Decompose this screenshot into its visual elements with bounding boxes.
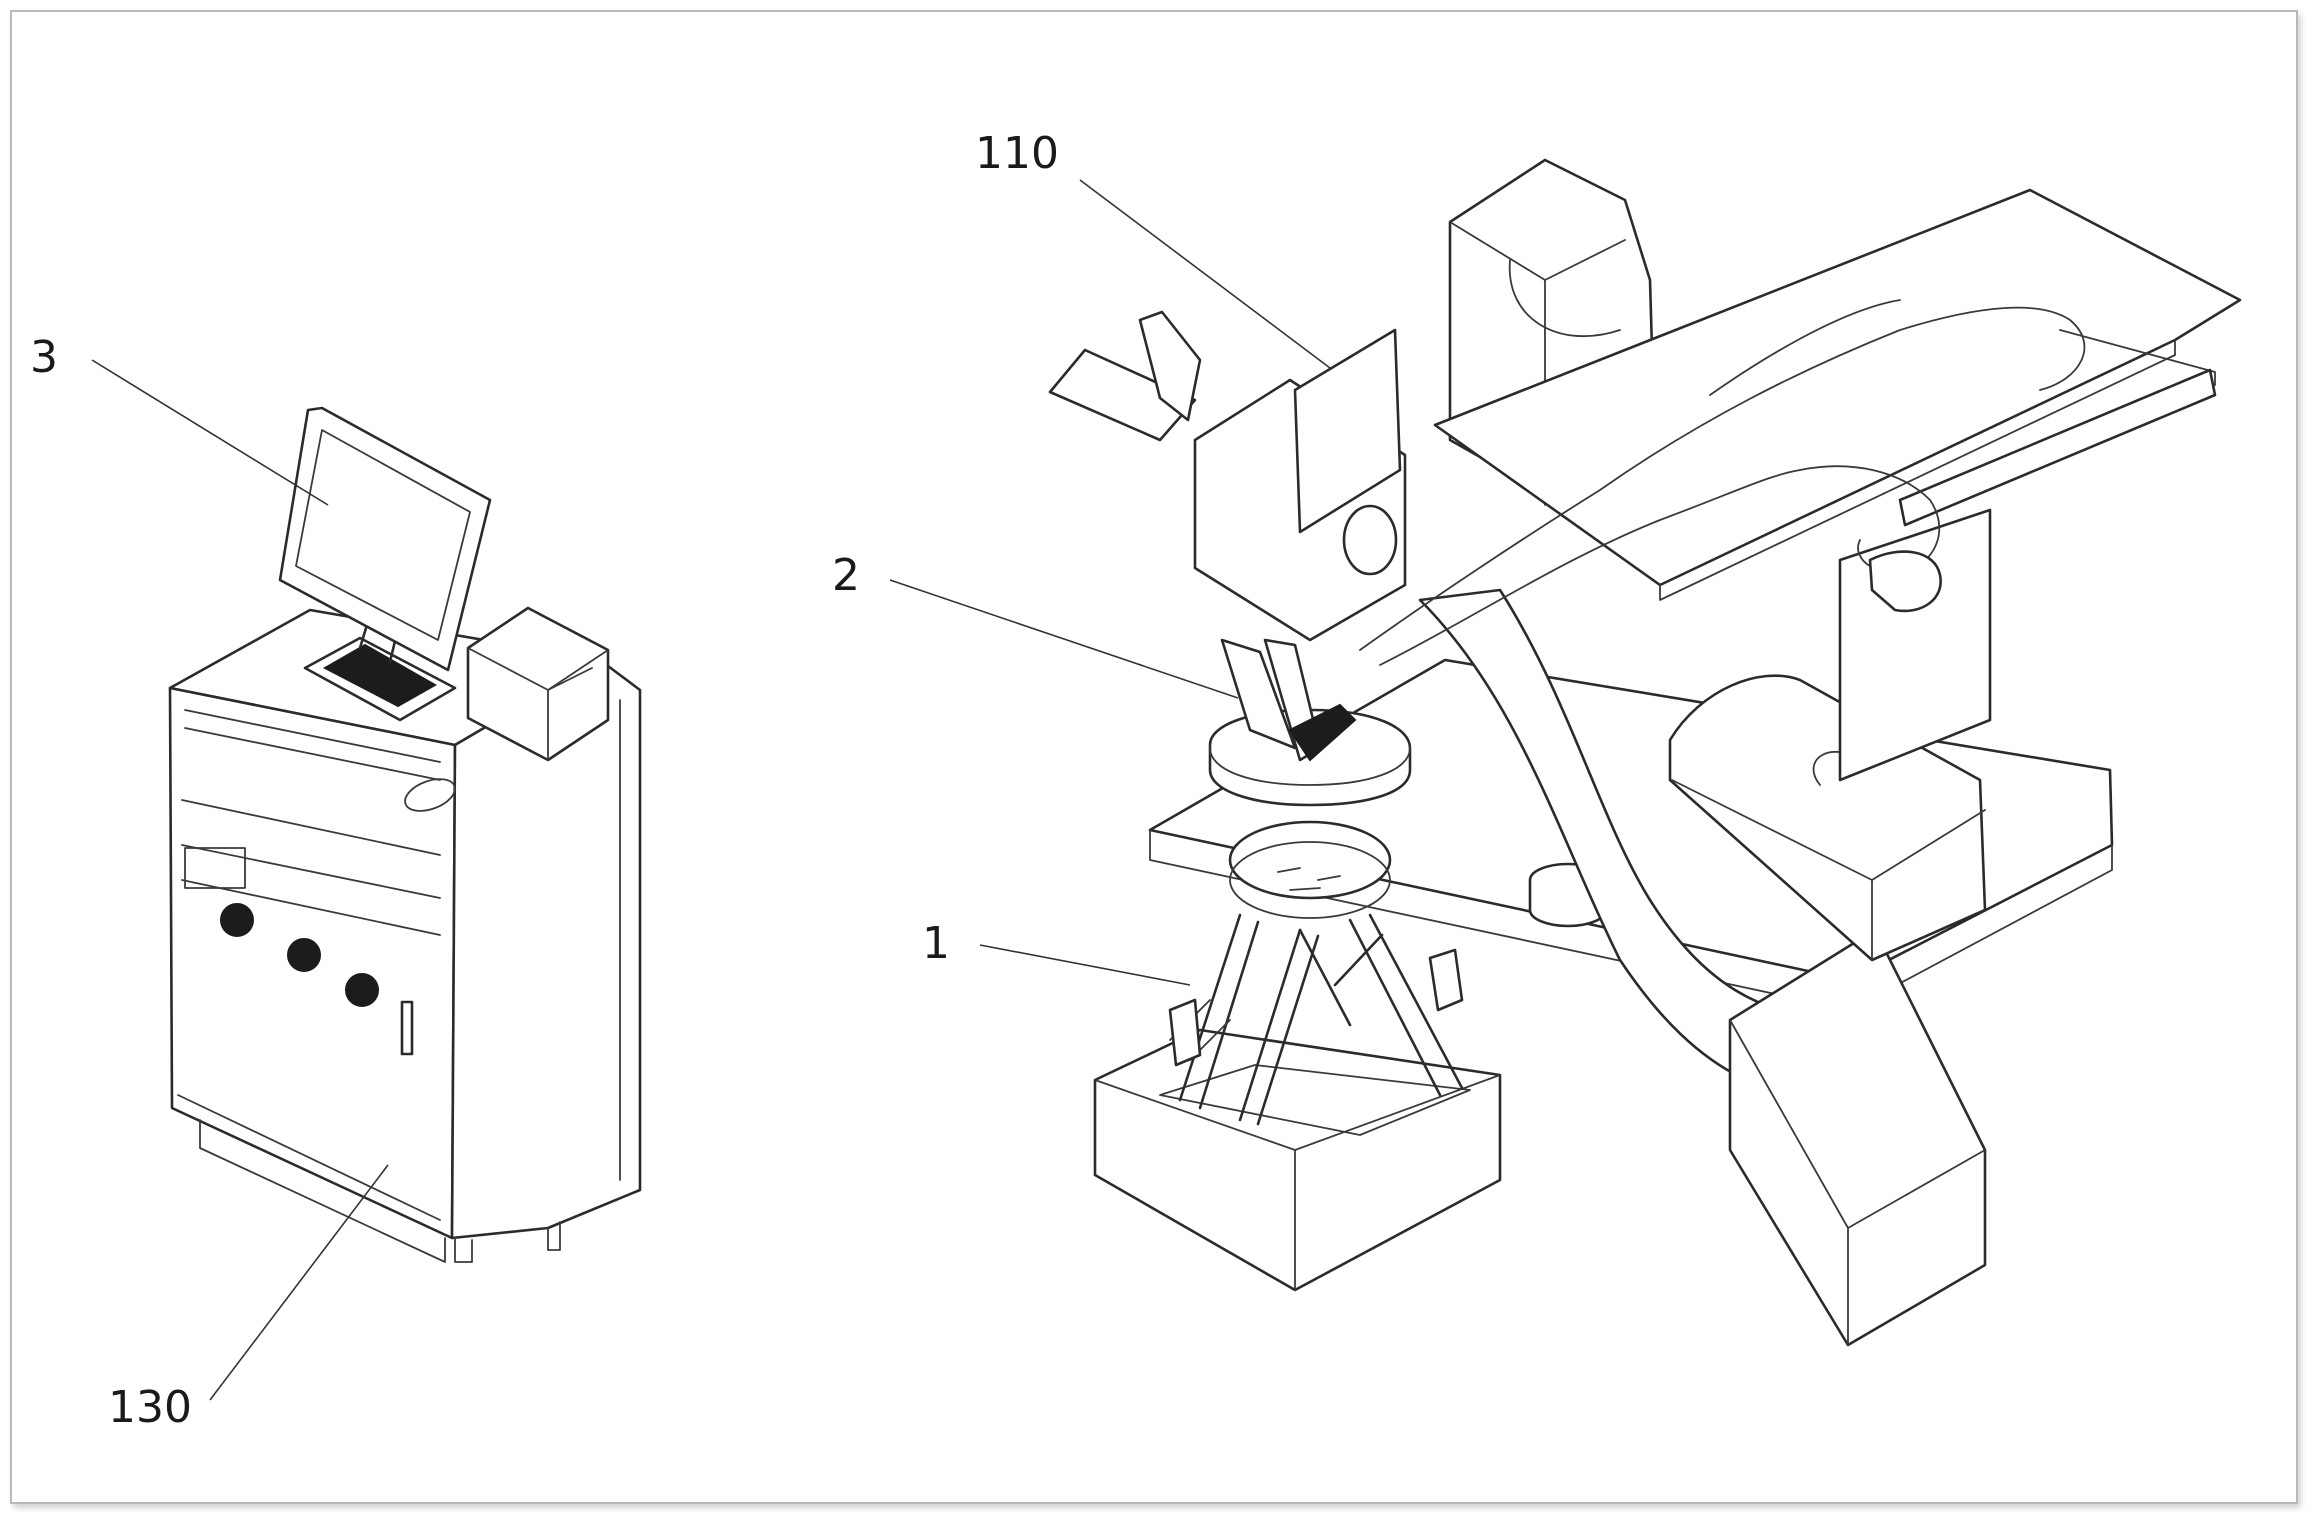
knob-1 [220, 903, 254, 937]
leader-110 [1079, 179, 1331, 369]
knob-3 [345, 973, 379, 1007]
monitor [278, 406, 492, 672]
leader-1 [979, 944, 1191, 986]
patient-figure [1359, 299, 2086, 666]
knob-2 [287, 938, 321, 972]
leader-3 [91, 359, 329, 506]
ref-label-1: 1 [922, 918, 950, 969]
ref-label-130: 130 [108, 1382, 192, 1433]
reference-numerals: 3 110 2 1 130 [30, 128, 1059, 1433]
ref-label-2: 2 [832, 550, 860, 601]
gantry-c-arm [1048, 158, 1987, 1347]
control-cabinet [168, 606, 642, 1263]
leader-lines [91, 179, 1331, 1401]
leader-2 [889, 579, 1239, 699]
leader-130 [209, 1164, 389, 1401]
ref-label-110: 110 [975, 128, 1059, 179]
end-effector-2 [1220, 638, 1357, 762]
door-handle [400, 1000, 414, 1056]
ref-label-3: 3 [30, 332, 58, 383]
